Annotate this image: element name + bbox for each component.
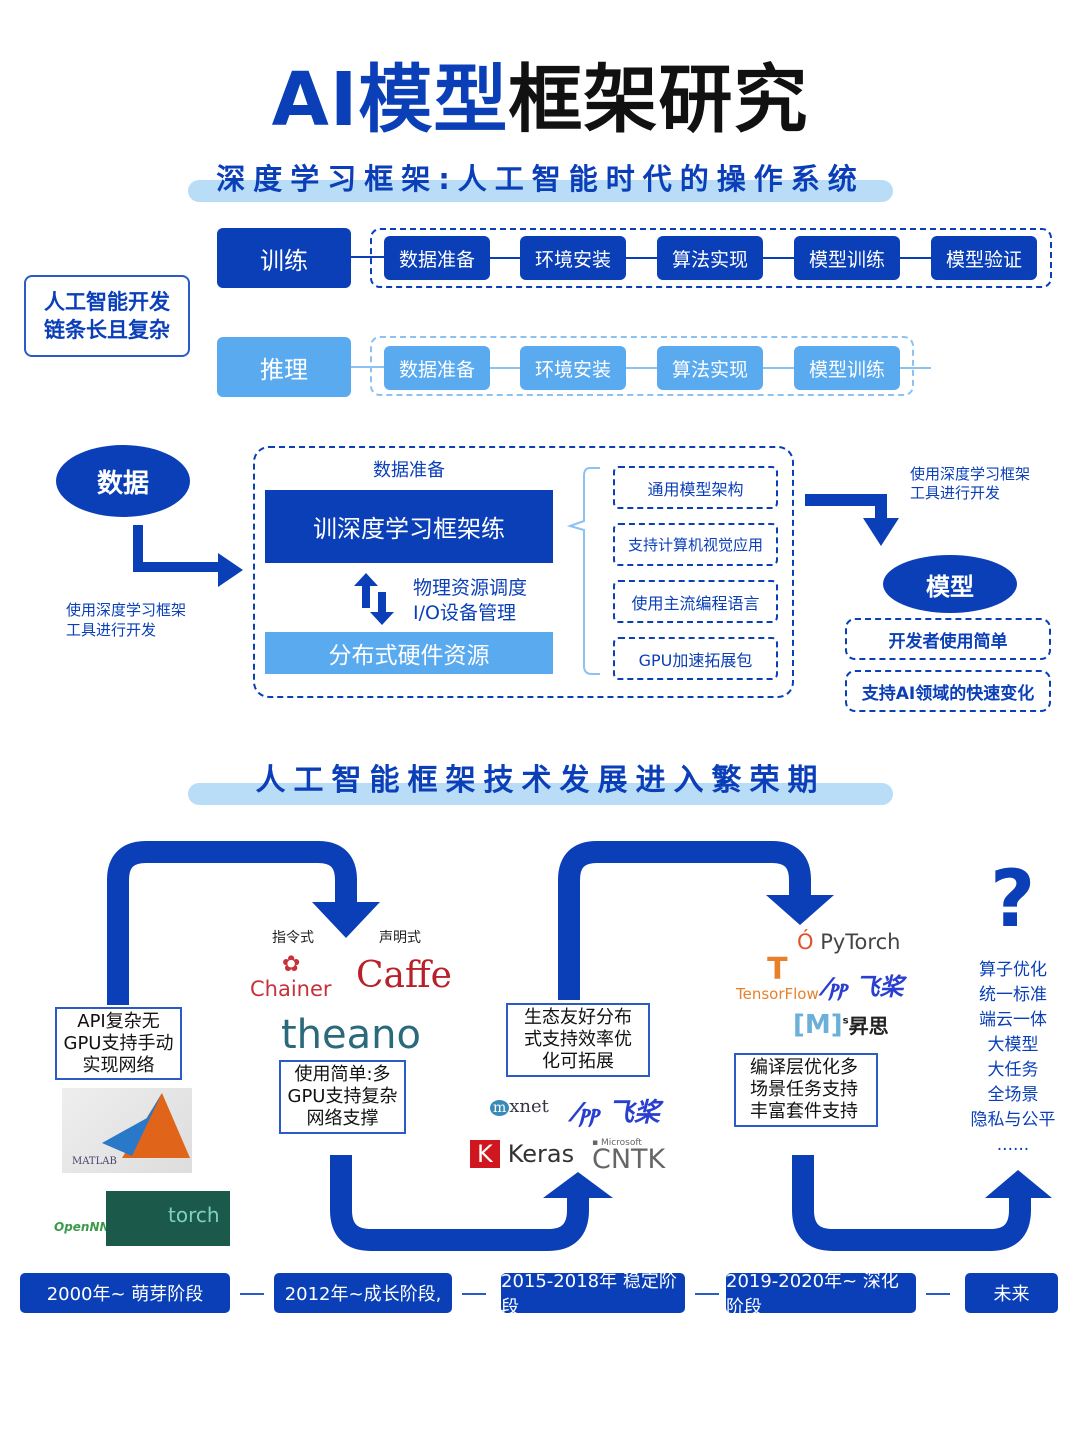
framework-container [253, 446, 794, 698]
stage-arrow-icon [240, 1293, 264, 1295]
feature-box: GPU加速拓展包 [613, 637, 778, 680]
future-list: 算子优化统一标准端云一体大模型大任务全场景隐私与公平...... [963, 958, 1063, 1158]
stage-label: 未来 [965, 1273, 1058, 1313]
future-item: ...... [996, 1135, 1030, 1155]
infer-step: 模型训练 [794, 346, 900, 390]
future-item: 端云一体 [979, 1010, 1047, 1030]
infer-step: 环境安装 [520, 346, 626, 390]
question-mark: ? [990, 855, 1036, 945]
framework-block: 训深度学习框架练 [265, 490, 553, 563]
flow-arrow-icon [351, 366, 384, 368]
future-item: 全场景 [987, 1085, 1039, 1105]
flow-arrow-icon [763, 367, 794, 369]
flow-arrow-icon [490, 367, 521, 369]
train-step: 模型训练 [794, 236, 900, 280]
flow-arrow-icon [763, 257, 794, 259]
stage-note: 编译层优化多 场景任务支持 丰富套件支持 [734, 1053, 878, 1127]
model-arrow-icon [805, 494, 899, 546]
resource-note: I/O设备管理 [413, 602, 516, 624]
flow-arrow-icon [900, 367, 931, 369]
stage-label: 2012年~成长阶段, [274, 1273, 452, 1313]
torch-logo: torch [106, 1191, 230, 1246]
stage-arrow-icon [926, 1293, 950, 1295]
future-item: 大模型 [987, 1035, 1039, 1055]
paradigm-label: 声明式 [379, 930, 421, 946]
title-accent: AI模型 [271, 57, 509, 143]
flow-arrow-icon [351, 256, 384, 258]
stage-label: 2019-2020年~ 深化阶段 [726, 1271, 916, 1318]
resource-note: 物理资源调度 [413, 577, 528, 599]
right-note: 使用深度学习框架 工具进行开发 [910, 465, 1031, 502]
model-feature: 支持AI领域的快速变化 [845, 670, 1051, 712]
future-item: 算子优化 [979, 960, 1047, 980]
infer-step: 算法实现 [657, 346, 763, 390]
title-main: 框架研究 [508, 57, 809, 143]
flow-arrow-icon [490, 257, 521, 259]
train-step: 模型验证 [931, 236, 1037, 280]
train-step: 算法实现 [657, 236, 763, 280]
train-label: 训练 [217, 228, 351, 288]
mindspore-logo: [M]s昇思 [793, 1010, 889, 1040]
data-prep-label: 数据准备 [373, 460, 445, 481]
train-pipeline [370, 228, 1052, 288]
caffe-logo: Caffe [356, 955, 452, 996]
hardware-block: 分布式硬件资源 [265, 632, 553, 674]
left-note: 使用深度学习框架 工具进行开发 [66, 601, 187, 639]
feature-box: 使用主流编程语言 [613, 580, 778, 623]
infer-step: 数据准备 [384, 346, 490, 390]
train-step: 数据准备 [384, 236, 490, 280]
infer-label: 推理 [217, 337, 351, 397]
stage-label: 2015-2018年 稳定阶段 [501, 1271, 685, 1318]
flow-arrow-icon [900, 257, 931, 259]
stage-arrow-icon [695, 1293, 719, 1295]
stage-arrow-icon [462, 1293, 486, 1295]
section3-heading: 人工智能框架技术发展进入繁荣期 [255, 763, 826, 798]
flow-arrow-icon [626, 257, 657, 259]
dev-chain-label: 人工智能开发 链条长且复杂 [24, 275, 190, 357]
model-feature: 开发者使用简单 [845, 618, 1051, 660]
matlab-logo: MATLAB [62, 1088, 192, 1173]
paddle-logo: ⁄ⲣⲣ 飞桨 [575, 1098, 660, 1128]
data-ellipse: 数据 [56, 445, 190, 517]
stage-label: 2000年~ 萌芽阶段 [20, 1273, 230, 1313]
section1-heading: 深度学习框架:人工智能时代的操作系统 [216, 162, 865, 196]
future-item: 大任务 [987, 1060, 1039, 1080]
paradigm-label: 指令式 [272, 930, 314, 946]
heading-band [188, 783, 893, 805]
opennn-logo: OpenNN [54, 1220, 110, 1234]
chainer-logo: ✿Chainer [250, 952, 332, 1001]
swap-arrows-icon [354, 573, 394, 625]
model-ellipse: 模型 [883, 555, 1017, 613]
resource-notes: 物理资源调度 I/O设备管理 [413, 576, 527, 626]
flow-arrows-icon [107, 841, 1052, 1251]
pytorch-logo: Ó PyTorch [797, 930, 901, 954]
heading-band [188, 180, 893, 202]
feature-box: 支持计算机视觉应用 [613, 523, 778, 566]
stage-note: 生态友好分布 式支持效率优 化可拓展 [506, 1003, 650, 1077]
future-item: 隐私与公平 [970, 1110, 1056, 1130]
stage-note: API复杂无 GPU支持手动 实现网络 [55, 1007, 182, 1080]
feature-box: 通用模型架构 [613, 466, 778, 509]
page-title: AI模型框架研究 [0, 40, 1080, 147]
flow-arrow-icon [626, 367, 657, 369]
data-arrow-icon [133, 525, 243, 587]
stage-note: 使用简单:多 GPU支持复杂 网络支撑 [279, 1060, 406, 1134]
future-item: 统一标准 [979, 985, 1047, 1005]
train-step: 环境安装 [520, 236, 626, 280]
brace-icon [566, 467, 600, 675]
theano-logo: theano [281, 1012, 421, 1058]
paddle-logo: ⁄ⲣⲣ 飞桨 [825, 973, 904, 1001]
